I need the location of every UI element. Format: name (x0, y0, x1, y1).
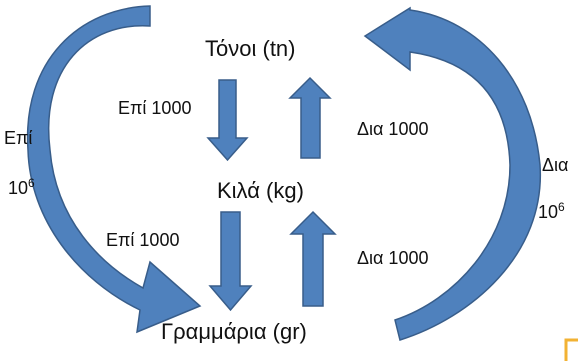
unit-grams: Γραμμάρια (gr) (161, 319, 307, 344)
ten-exp-right: 6 (558, 200, 565, 214)
label-times-1000-upper: Επί 1000 (118, 98, 192, 118)
unit-kilograms: Κιλά (kg) (217, 178, 304, 203)
arrow-down-upper (206, 79, 249, 162)
label-div-1000-lower: Δια 1000 (357, 248, 429, 268)
corner-box (564, 338, 578, 361)
label-times-left: Επί (4, 128, 33, 148)
ten-base-left: 10 (8, 178, 29, 198)
label-times-1000-lower: Επί 1000 (106, 230, 180, 250)
label-ten-power-right: 106 (538, 200, 565, 223)
label-div-right: Δια (542, 155, 569, 175)
arrow-up-upper (288, 76, 332, 159)
label-ten-power-left: 106 (8, 176, 35, 199)
curved-arrow-right (363, 6, 541, 341)
arrow-down-lower (208, 211, 253, 312)
arrow-up-lower (289, 210, 337, 307)
ten-base-right: 10 (538, 202, 559, 222)
ten-exp-left: 6 (28, 176, 35, 190)
label-div-1000-upper: Δια 1000 (357, 119, 429, 139)
unit-tonnes: Τόνοι (tn) (205, 36, 296, 61)
curved-arrow-left (26, 5, 202, 334)
